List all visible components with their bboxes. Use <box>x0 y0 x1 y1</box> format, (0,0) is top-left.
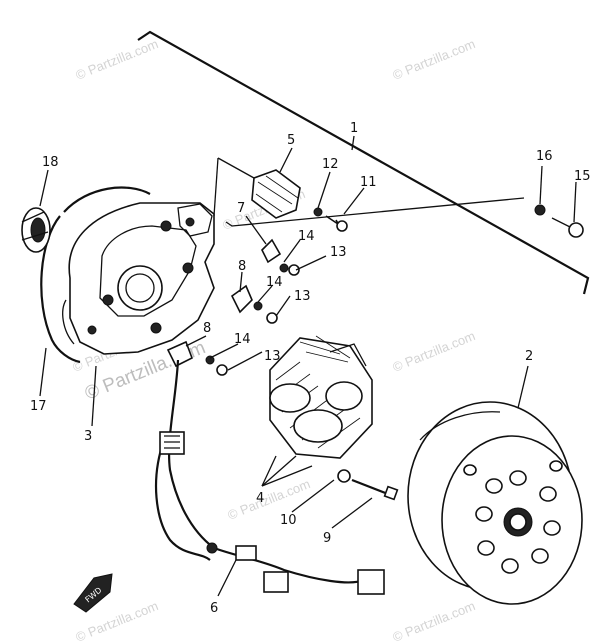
lead-clips <box>166 238 282 368</box>
callouts: 1 2 3 4 5 6 7 8 8 9 10 11 12 13 13 13 14… <box>30 121 591 616</box>
callout-14c: 14 <box>234 332 251 347</box>
callout-5: 5 <box>287 133 295 148</box>
watermark: © Partzilla.com <box>391 598 478 644</box>
fwd-arrow-icon: FWD <box>73 573 113 613</box>
watermark: © Partzilla.com <box>74 36 161 83</box>
callout-4: 4 <box>256 491 264 506</box>
stator-coils <box>269 335 373 459</box>
callout-1: 1 <box>350 121 358 136</box>
callout-14b: 14 <box>266 275 283 290</box>
callout-13b: 13 <box>294 289 311 304</box>
callout-2: 2 <box>525 349 533 364</box>
callout-14a: 14 <box>298 229 315 244</box>
flywheel-rotor <box>407 401 583 605</box>
stator-base-plate <box>62 202 215 355</box>
oil-seal <box>21 207 51 253</box>
callout-18: 18 <box>42 155 59 170</box>
callout-15: 15 <box>574 169 591 184</box>
callout-9: 9 <box>323 531 331 546</box>
leader-lines <box>39 135 577 597</box>
wire-harness <box>154 359 385 595</box>
callout-12: 12 <box>322 157 339 172</box>
callout-6: 6 <box>210 601 218 616</box>
watermark: © Partzilla.com <box>391 328 478 375</box>
assembly-bracket <box>137 30 590 295</box>
callout-17: 17 <box>30 399 47 414</box>
rotor-holes <box>463 460 563 574</box>
gasket-ring <box>40 186 151 364</box>
fasteners <box>205 204 584 376</box>
callout-3: 3 <box>84 429 92 444</box>
watermark: © Partzilla.com <box>391 36 478 83</box>
callout-13c: 13 <box>264 349 281 364</box>
callout-10: 10 <box>280 513 297 528</box>
callout-13a: 13 <box>330 245 347 260</box>
stator-bolt <box>337 469 399 501</box>
pickup-coil <box>213 157 301 219</box>
callout-16: 16 <box>536 149 553 164</box>
callout-8b: 8 <box>203 321 211 336</box>
callout-7: 7 <box>237 201 245 216</box>
callout-11: 11 <box>360 175 377 190</box>
callout-8a: 8 <box>238 259 246 274</box>
